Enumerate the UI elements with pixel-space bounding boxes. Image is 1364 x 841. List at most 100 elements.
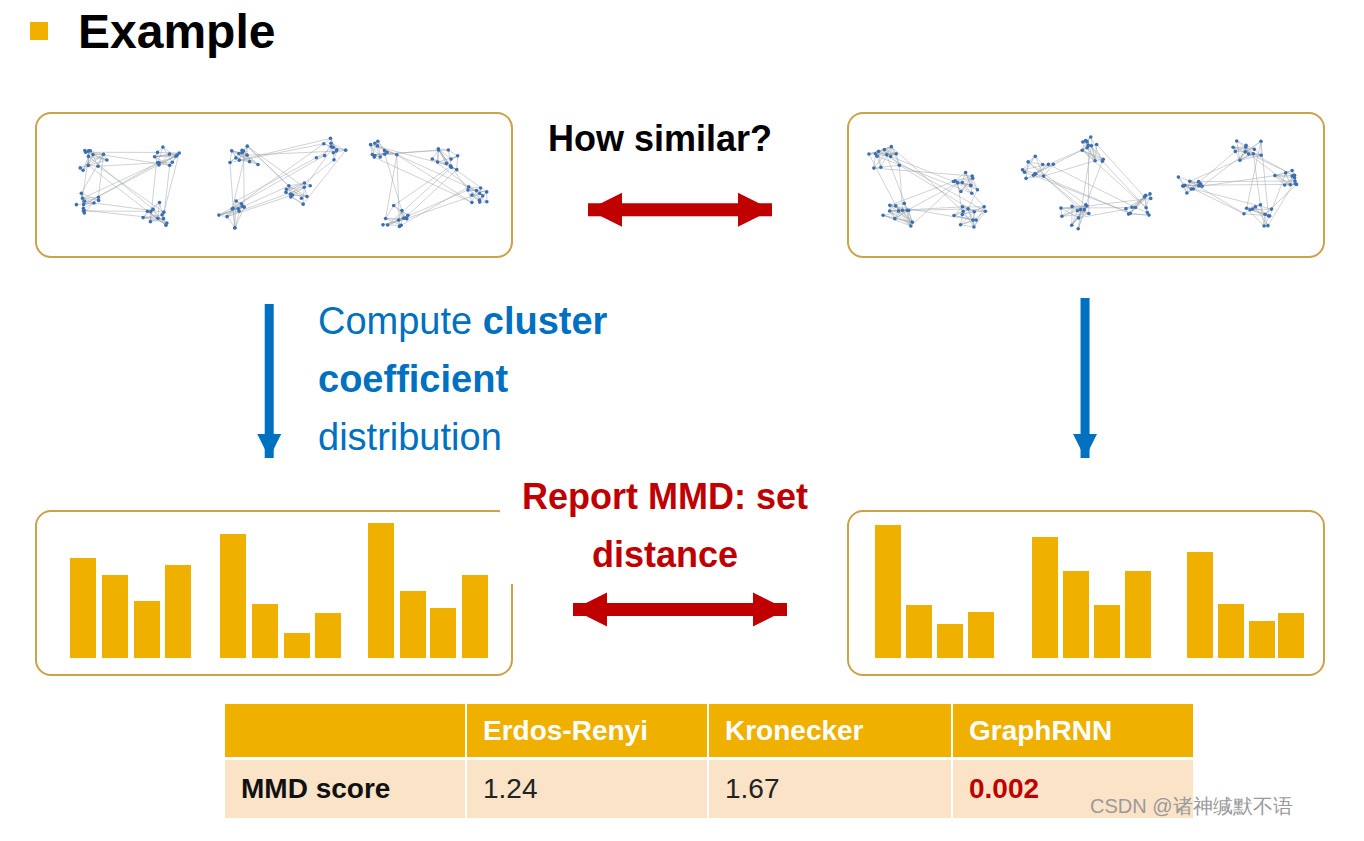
graph-vertex	[1284, 171, 1288, 175]
graph-vertex	[237, 152, 241, 156]
table-header-cell	[225, 704, 465, 757]
graph-vertex	[157, 161, 161, 165]
edge-label: Compute cluster coefficient distribution	[318, 292, 648, 466]
graph-vertex	[1047, 163, 1051, 167]
graph-vertex	[256, 163, 260, 167]
graph-vertex	[1034, 155, 1038, 159]
graph-vertex	[888, 209, 892, 213]
graph-vertex	[982, 205, 986, 209]
histogram-bar	[1218, 604, 1244, 658]
graph-vertex	[1060, 215, 1064, 219]
graph-vertex	[1262, 224, 1266, 228]
histogram-bar	[1278, 613, 1304, 658]
graph-set-box	[35, 510, 513, 676]
graph-vertex	[156, 151, 160, 155]
graph-vertex	[102, 152, 106, 156]
graph-vertex	[1242, 212, 1246, 216]
graph-vertex	[1087, 212, 1091, 216]
graph-vertex	[1293, 173, 1297, 177]
graph-edge	[316, 147, 333, 157]
graph-vertex	[87, 164, 91, 168]
graph-edge	[239, 138, 330, 160]
graph-vertex	[445, 162, 449, 166]
graph-edge	[227, 195, 292, 217]
graph-edge	[1202, 176, 1275, 187]
graph-vertex	[901, 208, 905, 212]
graph-edge	[84, 163, 159, 205]
graph-vertex	[168, 164, 172, 168]
graph-vertex	[158, 201, 162, 205]
graph-vertex	[80, 192, 84, 196]
graph-vertex	[1188, 179, 1192, 183]
graph-vertex	[400, 209, 404, 213]
graph-vertex	[1294, 182, 1298, 186]
graph-vertex	[81, 168, 85, 172]
graph-vertex	[898, 163, 902, 167]
graph-vertex	[960, 181, 964, 185]
graph-edge	[388, 194, 480, 226]
histogram-bar	[220, 534, 246, 658]
graph-vertex	[883, 148, 887, 152]
graph-edge	[158, 202, 160, 218]
graph-vertex	[449, 164, 453, 168]
graph-vertex	[447, 148, 451, 152]
graph-edge	[88, 156, 153, 209]
graph-edge	[890, 207, 963, 211]
graph-edge	[238, 186, 289, 209]
graph-vertex	[230, 207, 234, 211]
graph-vertex	[1080, 148, 1084, 152]
graph-edge	[401, 187, 469, 225]
graph-vertex	[888, 204, 892, 208]
graph-edge	[94, 203, 164, 212]
graph-vertex	[284, 190, 288, 194]
graph-vertex	[87, 155, 91, 159]
graph-vertex	[897, 209, 901, 213]
graph-vertex	[1130, 205, 1134, 209]
graph-vertex	[217, 213, 221, 217]
graph-vertex	[470, 201, 474, 205]
graph-vertex	[1095, 143, 1099, 147]
graph-edge	[1035, 174, 1130, 214]
graph-edge	[303, 150, 346, 204]
graph-edge	[164, 153, 179, 212]
graph-vertex	[1032, 174, 1036, 178]
graph-edge	[1244, 207, 1255, 214]
graph-vertex	[1076, 209, 1080, 213]
graph-vertex	[97, 199, 101, 203]
graph-edge	[966, 173, 978, 190]
graph-vertex	[1146, 211, 1150, 215]
graph-vertex	[893, 217, 897, 221]
graph-vertex	[160, 213, 164, 217]
graph-edge	[890, 209, 968, 211]
graph-vertex	[1148, 192, 1152, 196]
graph-vertex	[971, 218, 975, 222]
graph-vertex	[430, 157, 434, 161]
table-cell: 1.67	[709, 760, 951, 818]
graph-vertex	[881, 214, 885, 218]
graph-vertex	[329, 141, 333, 145]
graph-edge	[1199, 181, 1295, 183]
graph-vertex	[233, 226, 237, 230]
graph-vertex	[479, 186, 483, 190]
graph-vertex	[1244, 150, 1248, 154]
histogram-bar	[1063, 571, 1089, 658]
graph-vertex	[1292, 174, 1296, 178]
graph-vertex	[302, 185, 306, 189]
graph-vertex	[233, 226, 237, 230]
graph-vertex	[287, 184, 291, 188]
graph-edge	[869, 154, 899, 211]
graph-edge	[911, 183, 958, 226]
graph-vertex	[1041, 163, 1045, 167]
graph-vertex	[344, 148, 348, 152]
graph-vertex	[1248, 208, 1252, 212]
title: Example	[78, 4, 275, 59]
graph-vertex	[301, 202, 305, 206]
graph-vertex	[481, 194, 485, 198]
graph-edge	[1245, 152, 1294, 176]
graph-edge	[247, 146, 304, 187]
graph-edge	[438, 149, 468, 190]
graph-vertex	[909, 224, 913, 228]
graph-vertex	[971, 176, 975, 180]
histogram-bar	[430, 608, 456, 658]
graph-edge	[958, 183, 962, 215]
